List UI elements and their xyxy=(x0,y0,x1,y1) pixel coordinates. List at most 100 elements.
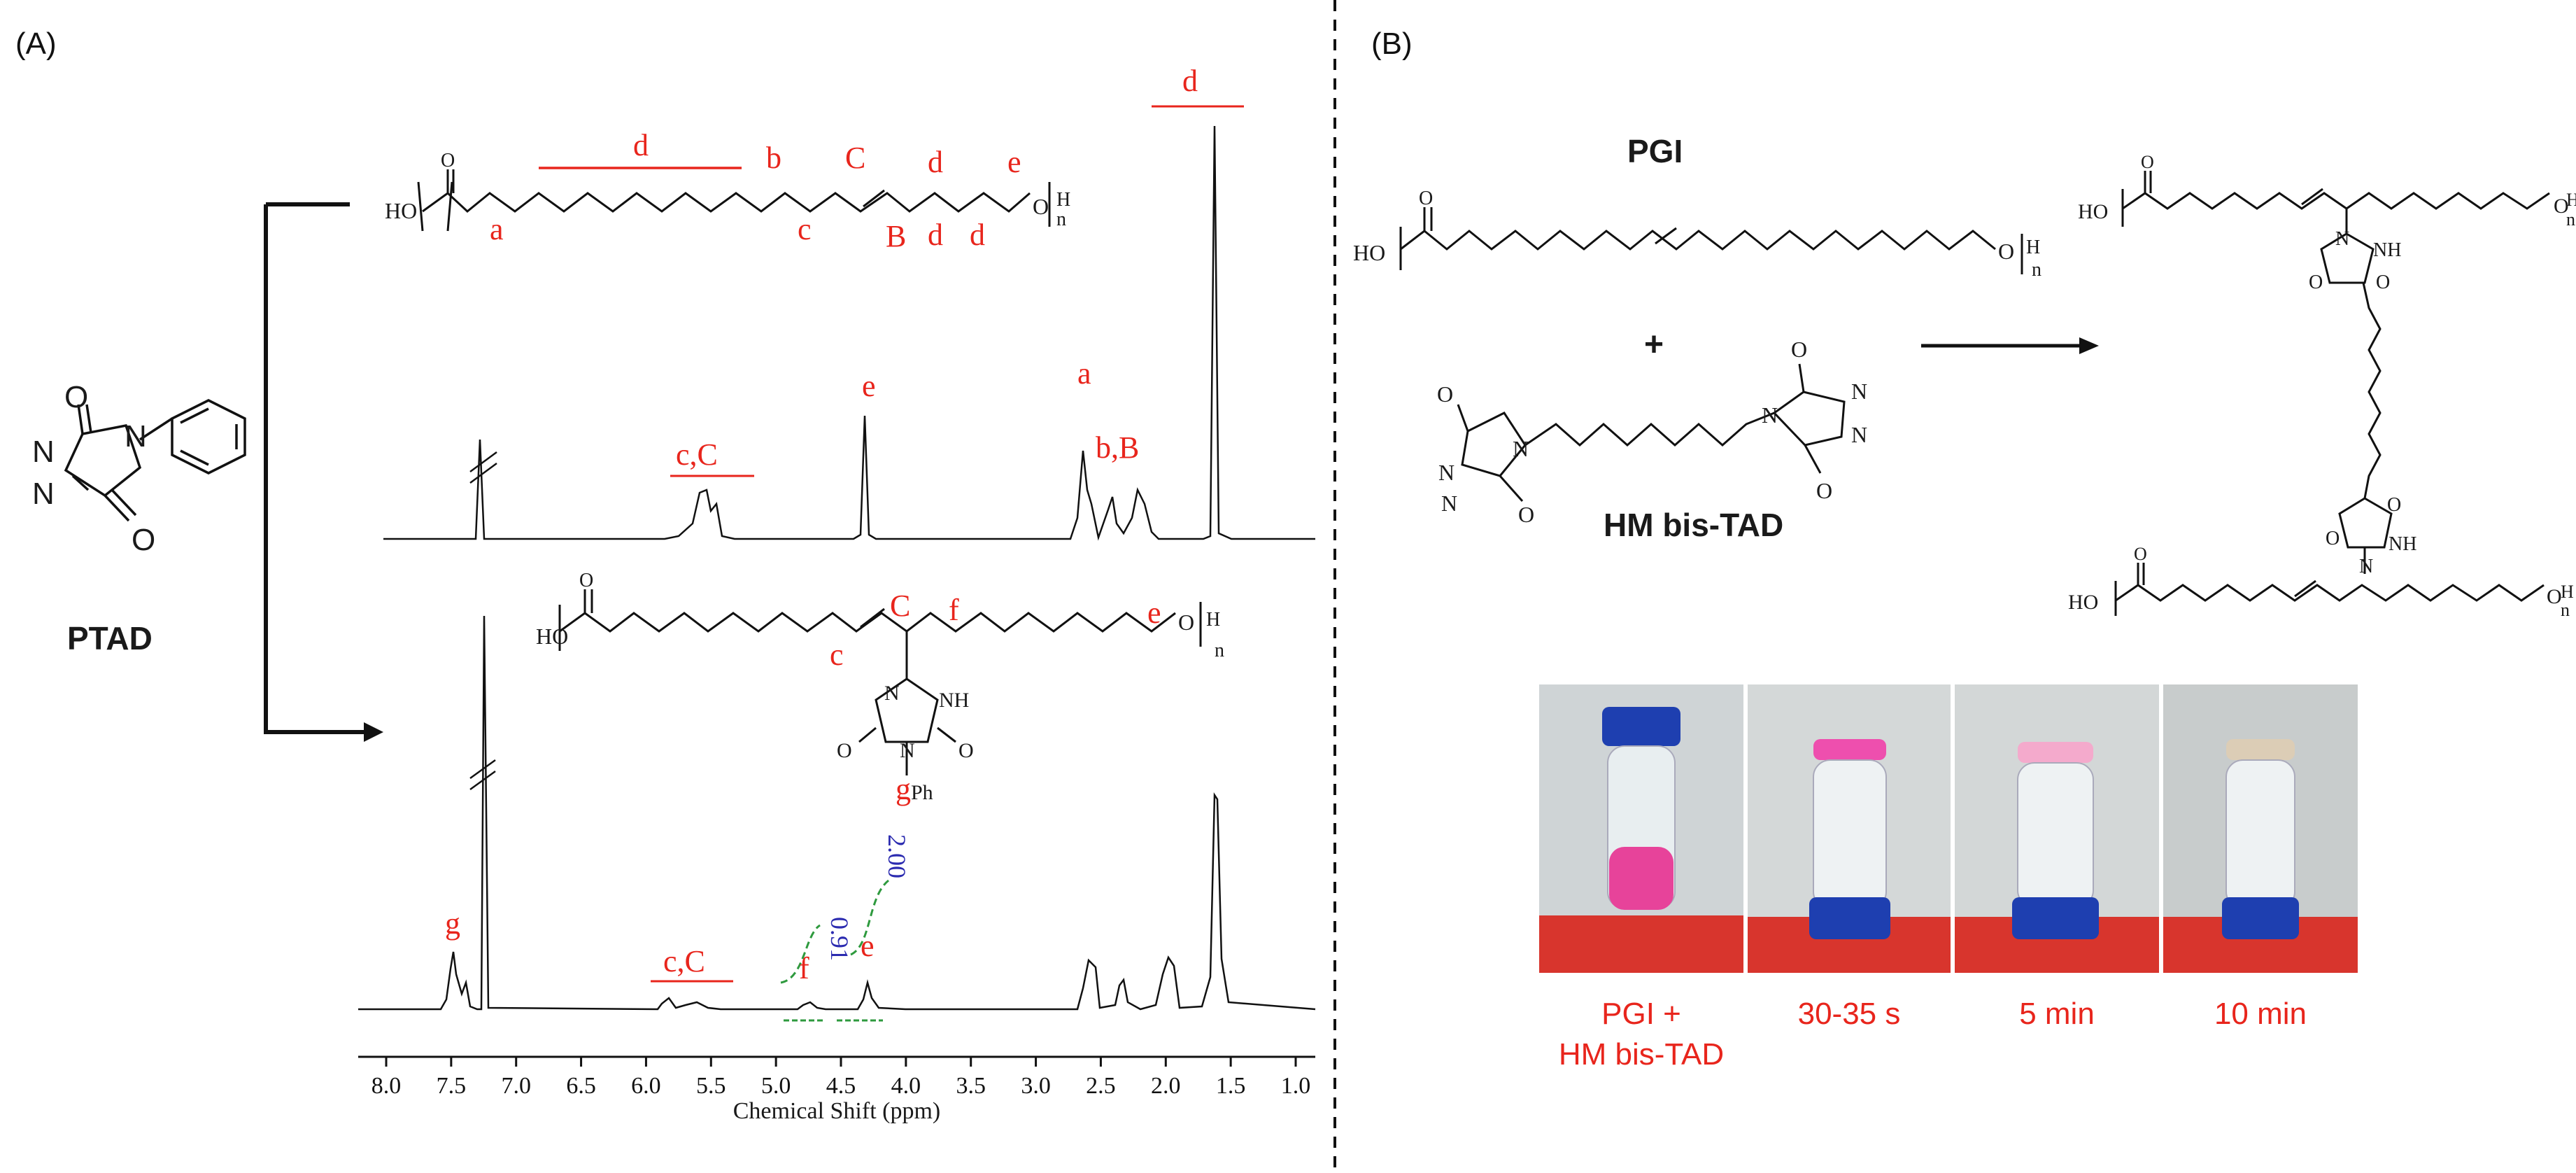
bis-o3: O xyxy=(1791,337,1807,362)
bis-n2: N xyxy=(1438,460,1455,485)
x-tick-label: 4.5 xyxy=(826,1073,856,1099)
bottom-label-g: g xyxy=(896,772,911,806)
bottom-label-c: c xyxy=(830,638,844,672)
label-C-top: C xyxy=(845,141,865,175)
ptad-n1: N xyxy=(32,435,55,469)
ptad-arrowhead xyxy=(364,722,383,742)
polymer-top-o: O xyxy=(441,150,455,171)
x-tick-label: 5.5 xyxy=(696,1073,726,1099)
spectrum-top-label-cC: c,C xyxy=(676,437,718,472)
product-o-end-top: O xyxy=(2554,195,2569,218)
x-tick-label: 1.5 xyxy=(1216,1073,1246,1099)
photo-caption-2: 30-35 s xyxy=(1797,997,1901,1031)
spectrum-top-label-d: d xyxy=(1182,64,1198,98)
polymer-top-structure xyxy=(417,169,1031,232)
photo-caption-3: 5 min xyxy=(2019,997,2095,1031)
ptad-n2: N xyxy=(32,477,55,511)
product-o-ring-bot1: O xyxy=(2387,494,2401,516)
ring-o1: O xyxy=(837,739,852,762)
ptad-label: PTAD xyxy=(67,620,153,656)
x-tick-label: 7.0 xyxy=(501,1073,531,1099)
bottom-label-e: e xyxy=(1147,596,1161,630)
product-o-bot: O xyxy=(2134,544,2147,564)
product-nh-top: NH xyxy=(2373,239,2401,261)
product-o-ring-bot2: O xyxy=(2326,528,2340,549)
label-d4: d xyxy=(970,218,985,252)
ring-o2: O xyxy=(958,739,974,762)
reaction-arrowhead xyxy=(2079,337,2099,354)
x-tick-label: 1.0 xyxy=(1281,1073,1311,1099)
product-nh-bot: NH xyxy=(2389,533,2416,555)
ptad-structure xyxy=(64,399,246,522)
bis-n4: N xyxy=(1762,402,1778,428)
product-ring-n-top: N xyxy=(2335,228,2349,250)
bis-n5: N xyxy=(1851,379,1867,404)
x-tick-label: 5.0 xyxy=(761,1073,791,1099)
pgi-label: PGI xyxy=(1627,133,1683,169)
spectrum-top-trace xyxy=(383,125,1315,541)
polymer-top-ho: HO xyxy=(385,198,417,223)
x-tick-label: 8.0 xyxy=(371,1073,402,1099)
x-tick-label: 7.5 xyxy=(437,1073,467,1099)
spectrum-bottom xyxy=(358,615,1316,1022)
label-d2: d xyxy=(928,145,943,179)
bis-o1: O xyxy=(1437,381,1453,407)
spectrum-top xyxy=(383,125,1315,541)
vial-photo-2 xyxy=(1748,684,1951,973)
product-o-end-bot: O xyxy=(2547,585,2562,608)
panel-b-label: (B) xyxy=(1371,27,1413,61)
spectrum-bottom-label-cC: c,C xyxy=(663,944,705,978)
spectrum-bottom-label-f: f xyxy=(799,951,809,985)
ptad-n4: N xyxy=(125,419,147,454)
bis-n1: N xyxy=(1513,436,1529,461)
integral-e: 2.00 xyxy=(883,834,911,878)
vial-photos xyxy=(1539,684,2358,973)
ring-ph: Ph xyxy=(911,781,933,804)
product-ho-top: HO xyxy=(2078,200,2108,223)
x-axis-title: Chemical Shift (ppm) xyxy=(733,1098,941,1124)
pgi-n: n xyxy=(2032,259,2041,281)
polymer-top-o-end: O xyxy=(1033,194,1049,219)
product-o-top: O xyxy=(2141,152,2154,172)
x-tick-label: 2.0 xyxy=(1151,1073,1181,1099)
bis-o4: O xyxy=(1816,478,1832,503)
polymer-top-h: H xyxy=(1056,189,1070,211)
photo-caption-1: PGI + HM bis-TAD xyxy=(1558,997,1725,1072)
polymer-top-n: n xyxy=(1056,209,1066,230)
ring-nh: NH xyxy=(939,689,969,712)
bis-tad-structure xyxy=(1457,363,1846,502)
product-ho-bot: HO xyxy=(2068,591,2098,614)
label-c-top: c xyxy=(798,212,812,246)
pgi-o: O xyxy=(1419,188,1433,209)
x-tick-label: 6.0 xyxy=(631,1073,661,1099)
product-structure xyxy=(2114,171,2550,616)
bis-tad-label: HM bis-TAD xyxy=(1604,507,1783,543)
spectrum-top-label-e: e xyxy=(862,369,876,403)
ring-n4: N xyxy=(900,739,915,762)
ptad-o1: O xyxy=(64,380,88,414)
label-b: b xyxy=(766,141,781,175)
label-d3: d xyxy=(928,218,943,252)
polymer-bottom-o: O xyxy=(579,570,593,591)
polymer-bottom-ho: HO xyxy=(536,624,568,649)
integral-f: 0.91 xyxy=(826,917,854,961)
polymer-bottom-n: n xyxy=(1215,640,1224,661)
spectrum-bottom-label-g: g xyxy=(445,906,460,941)
x-tick-label: 3.5 xyxy=(956,1073,986,1099)
product-o-ring-top1: O xyxy=(2309,272,2323,293)
ptad-o2: O xyxy=(132,523,155,557)
pgi-h: H xyxy=(2026,237,2040,258)
polymer-bottom-structure xyxy=(558,589,1176,775)
product-n-bot: n xyxy=(2561,600,2570,620)
ring-n1: N xyxy=(884,682,900,705)
label-a: a xyxy=(490,212,504,246)
spectrum-top-label-bB: b,B xyxy=(1096,430,1139,465)
spectrum-bottom-trace xyxy=(358,615,1316,1011)
ptad-arrows xyxy=(264,202,364,734)
label-B-top: B xyxy=(886,219,906,253)
spectrum-top-label-a: a xyxy=(1077,356,1091,391)
